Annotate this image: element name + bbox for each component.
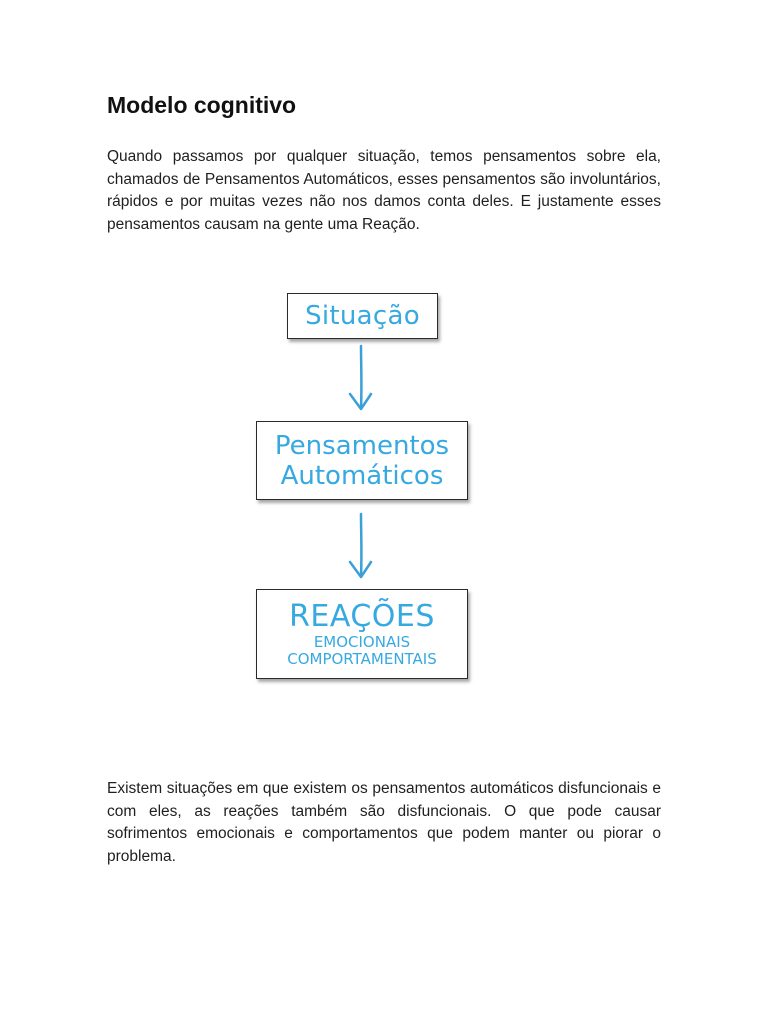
pensamentos-automaticos-box: Pensamentos Automáticos xyxy=(256,421,468,500)
reacoes-label: REAÇÕES xyxy=(289,599,435,634)
page-title: Modelo cognitivo xyxy=(107,92,297,118)
down-arrow-icon xyxy=(348,344,373,411)
pensamentos-label-line2: Automáticos xyxy=(280,460,444,491)
intro-paragraph: Quando passamos por qualquer situação, t… xyxy=(107,148,661,233)
situacao-label: Situação xyxy=(305,301,420,331)
outro-paragraph: Existem situações em que existem os pens… xyxy=(107,780,661,865)
reacoes-comportamentais-label: COMPORTAMENTAIS xyxy=(287,650,437,668)
situacao-box: Situação xyxy=(287,293,438,339)
reacoes-emocionais-label: EMOCIONAIS xyxy=(313,633,411,651)
down-arrow-icon xyxy=(348,512,373,579)
reacoes-box: REAÇÕES EMOCIONAIS COMPORTAMENTAIS xyxy=(256,589,468,679)
pensamentos-label-line1: Pensamentos xyxy=(274,430,450,461)
